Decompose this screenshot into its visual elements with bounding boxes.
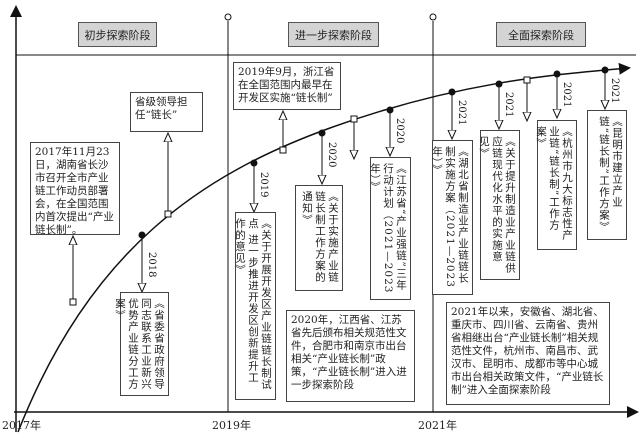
phase-comprehensive: 全面探索阶段 bbox=[496, 22, 586, 47]
year-tag: 2021 bbox=[561, 82, 572, 108]
axis-label-2019: 2019年 bbox=[212, 419, 251, 432]
curve-nodes bbox=[138, 66, 609, 239]
year-tag: 2018 bbox=[146, 252, 157, 278]
axis-label-2017: 2017年 bbox=[2, 419, 41, 432]
event-leader: 省级领导担任“链长” bbox=[130, 92, 203, 132]
year-tag: 2021 bbox=[609, 78, 620, 104]
event-supply-doc: 《关于提升制造业产业链供应链现代化水平的实施意见》 bbox=[478, 130, 520, 280]
stage2-summary: 2020年，江西省、江苏省先后颁布相关规范性文件，合肥市和南京市出台相关“产业链… bbox=[286, 310, 415, 402]
stage3-summary: 2021年以来，安徽省、湖北省、重庆市、四川省、云南省、贵州省相继出台“产业链长… bbox=[446, 302, 610, 405]
year-tag: 2021 bbox=[503, 92, 514, 118]
event-kaifaqu-doc: 《关于开展开发区产业链链长制试点 进一步推进开发区创新提升工作的意见》 bbox=[234, 212, 276, 400]
year-tag: 2020 bbox=[394, 118, 405, 144]
year-tag: 2021 bbox=[456, 100, 467, 126]
event-zhejiang: 2019年9月，浙江省在全国范围内最早在开发区实施“链长制” bbox=[233, 62, 341, 110]
event-jiangsu-doc: 《江苏省“产业强链”三年行动计划（2021—2023年）》 bbox=[369, 157, 411, 300]
event-hangzhou-doc: 《杭州市九大标志性产业链“链长制”工作方案》 bbox=[535, 120, 577, 250]
event-hubei-doc: 《湖北省制造业产业链链长制实施方案（2021—2023年）》 bbox=[431, 140, 473, 295]
axis-label-2021: 2021年 bbox=[418, 419, 457, 432]
event-hunan-doc: 《省委省政府领导同志联系工业新兴优势产业链分工方案》 bbox=[114, 292, 169, 396]
curve-square-markers bbox=[69, 76, 531, 306]
year-tag: 2020 bbox=[326, 142, 337, 168]
year-tag: 2019 bbox=[258, 172, 269, 198]
event-changsha: 2017年11月23日，湖南省长沙市召开全市产业链工作动员部署会，在全国范围内首… bbox=[30, 142, 120, 236]
development-curve bbox=[17, 62, 631, 433]
phase-further: 进一步探索阶段 bbox=[288, 22, 379, 47]
event-kunming-doc: 《昆明市建立产业链“链长制”工作方案》 bbox=[587, 110, 627, 240]
event-implement-doc: 《关于实施产业链链长制工作方案的通知》 bbox=[295, 185, 343, 291]
phase-initial: 初步探索阶段 bbox=[78, 22, 157, 47]
